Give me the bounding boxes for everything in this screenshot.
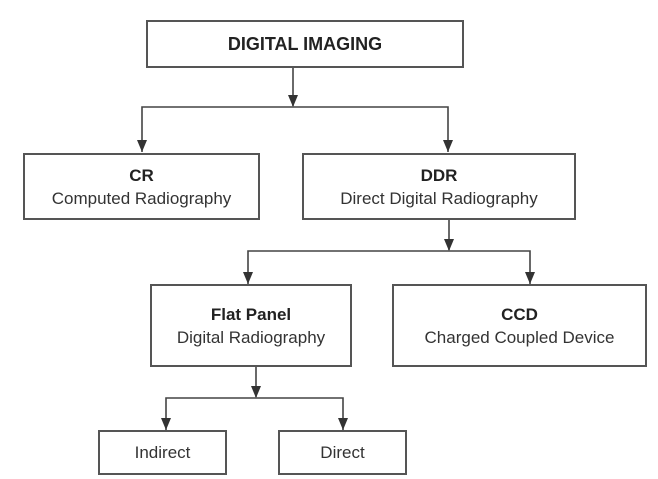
node-subtitle: Digital Radiography [176, 327, 326, 347]
node-title: Indirect [134, 443, 191, 462]
node-title: CR [129, 165, 154, 185]
node-subtitle: Computed Radiography [51, 188, 232, 208]
connector-level3 [165, 397, 344, 430]
node-title: CCD [501, 304, 538, 324]
node-subtitle: Direct Digital Radiography [340, 188, 538, 208]
connector-level2 [247, 250, 531, 284]
arrowhead-icon [444, 239, 454, 251]
connector-level1 [141, 106, 449, 152]
arrowhead-icon [338, 418, 348, 430]
arrowhead-icon [443, 140, 453, 152]
arrowhead-icon [137, 140, 147, 152]
node-ccd: CCD Charged Coupled Device [392, 284, 647, 367]
arrowhead-icon [288, 95, 298, 107]
node-title: Direct [320, 443, 365, 462]
node-title: DIGITAL IMAGING [227, 33, 383, 54]
arrowhead-icon [243, 272, 253, 284]
arrowhead-icon [251, 386, 261, 398]
node-direct: Direct [278, 430, 407, 475]
arrowhead-icon [525, 272, 535, 284]
node-flat-panel: Flat Panel Digital Radiography [150, 284, 352, 367]
node-subtitle: Charged Coupled Device [424, 327, 615, 347]
arrowhead-icon [161, 418, 171, 430]
node-indirect: Indirect [98, 430, 227, 475]
node-title: DDR [420, 165, 458, 185]
node-title: Flat Panel [210, 304, 292, 324]
node-ddr: DDR Direct Digital Radiography [302, 153, 576, 220]
node-digital-imaging: DIGITAL IMAGING [146, 20, 464, 68]
node-cr: CR Computed Radiography [23, 153, 260, 220]
